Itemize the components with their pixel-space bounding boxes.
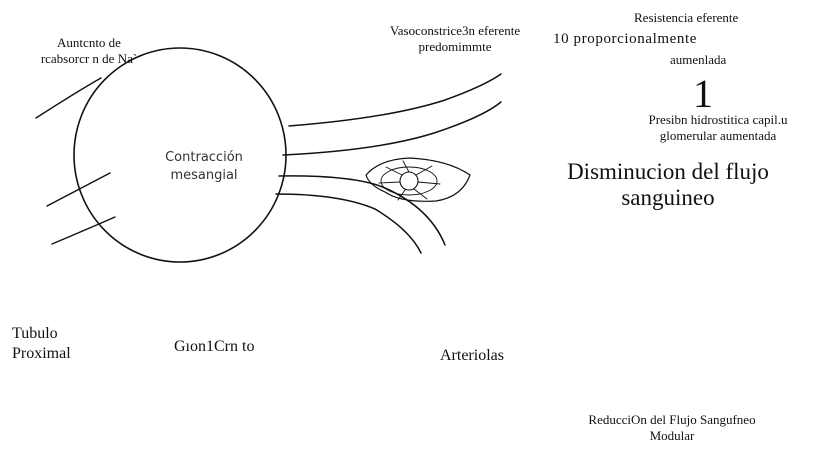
vasoconstriccion-label: Vasoconstrice3n eferente predomimmte: [363, 23, 547, 56]
afferent-arteriole-upper-wall: [279, 176, 445, 245]
macula-densa-ray: [403, 161, 409, 172]
arteriolas-label: Arteriolas: [440, 346, 504, 366]
contraccion-mesangial-label: Contracción mesangial: [148, 149, 260, 184]
resistencia-line-2: 10 proporcionalmente: [553, 30, 697, 49]
afferent-arteriole-lower-wall: [276, 194, 421, 253]
tubulo-proximal-label: Tubulo Proximal: [12, 324, 71, 364]
increase-arrow-glyph: 1: [693, 74, 713, 114]
presion-hidrostatica-label: Presibn hidrostitica capil.u glomerular …: [615, 112, 821, 145]
glomerulo-label: Gıon1Crn to: [174, 337, 254, 357]
reduccion-flujo-label: ReducciOn del Flujo Sangufneo Modular: [562, 412, 782, 445]
macula-densa-center: [400, 172, 418, 190]
resistencia-line-1: Resistencia eferente: [634, 10, 738, 26]
efferent-arteriole-upper-wall: [289, 74, 501, 126]
macula-densa-ray: [379, 182, 400, 183]
disminucion-flujo-label: Disminucion del flujo sanguineo: [548, 159, 788, 212]
aumento-reabsorcion-label: Auntcnto de rcabsorcr n de Na`: [24, 35, 154, 68]
macula-densa-ray: [414, 189, 427, 199]
efferent-arteriole-lower-wall: [283, 102, 501, 155]
resistencia-line-3: aumenlada: [670, 52, 726, 68]
tubule-upper-line: [36, 78, 101, 118]
tubule-lower-line: [47, 173, 110, 206]
